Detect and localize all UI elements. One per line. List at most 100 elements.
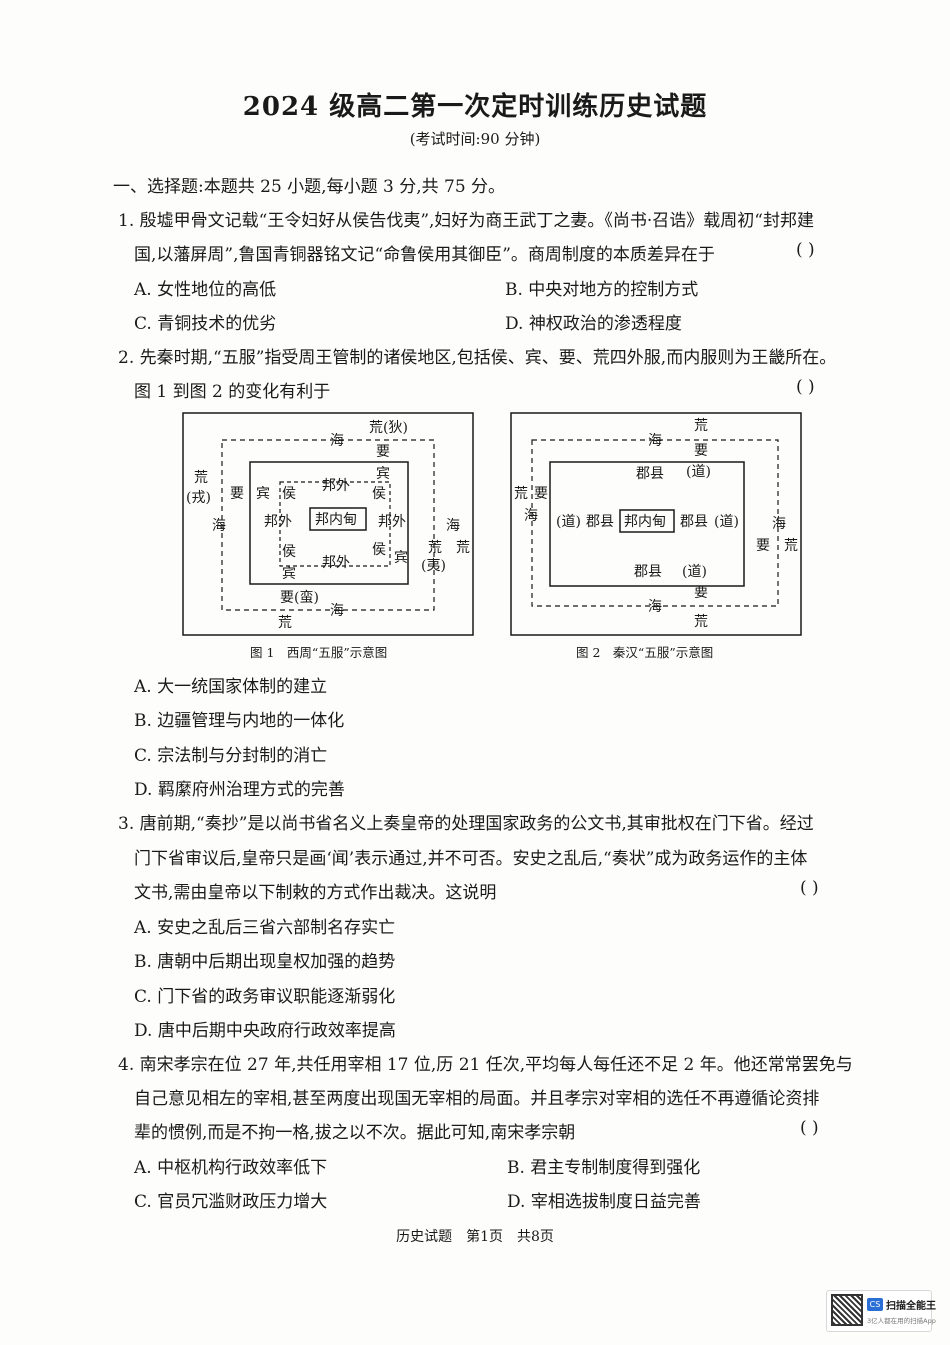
question-3-line-3: 文书,需由皇帝以下制敕的方式作出裁决。这说明 xyxy=(134,883,497,903)
question-4-option-b: B. 君主专制制度得到强化 xyxy=(507,1158,701,1178)
fig2-label-huang-right: 荒 xyxy=(784,538,798,554)
fig1-label-huang-right: 荒 xyxy=(456,540,470,556)
fig1-label-huang-di: 荒(狄) xyxy=(369,420,408,436)
fig2-label-yao-top: 要 xyxy=(694,443,708,459)
question-4-option-d: D. 宰相选拔制度日益完善 xyxy=(507,1192,701,1212)
fig1-inner-box xyxy=(309,507,367,531)
fig1-label-bangwai-bottom: 邦外 xyxy=(322,555,350,571)
question-4-option-c: C. 官员冗滥财政压力增大 xyxy=(134,1192,328,1212)
fig1-label-bangwai-left: 邦外 xyxy=(264,514,292,530)
fig1-label-huang-yi-2: (夷) xyxy=(421,558,446,574)
fig1-label-bin-bottom: 宾 xyxy=(282,566,296,582)
fig1-label-bangwai-top: 邦外 xyxy=(322,478,350,494)
fig1-label-hou-bl: 侯 xyxy=(282,544,296,560)
scanner-logo-icon: CS xyxy=(867,1298,883,1311)
question-3-line-2: 门下省审议后,皇帝只是画‘闻’表示通过,并不可否。安史之乱后,“奏状”成为政务运… xyxy=(134,849,808,869)
fig2-label-junxian-right: 郡县 xyxy=(680,514,708,530)
fig1-outer-frame xyxy=(182,412,474,636)
fig2-label-hai-right: 海 xyxy=(772,516,786,532)
fig2-label-dao-right: (道) xyxy=(714,514,739,530)
question-4-answer-paren: ( ) xyxy=(800,1118,819,1138)
fig1-label-hou-br: 侯 xyxy=(372,542,386,558)
fig1-label-yao-left: 要 xyxy=(230,486,244,502)
fig2-label-yao-right: 要 xyxy=(756,538,770,554)
fig2-inner-box xyxy=(619,509,675,533)
fig1-hou-boundary xyxy=(279,481,391,567)
question-3-answer-paren: ( ) xyxy=(800,878,819,898)
fig2-label-yao-left: 要 xyxy=(534,486,548,502)
fig1-label-huang-rong-2: (戎) xyxy=(186,490,211,506)
figure-1-western-zhou-wufu: 荒(狄) 海 要 荒 (戎) 要 海 宾 宾 宾 宾 侯 侯 侯 侯 邦外 邦外… xyxy=(182,412,474,636)
fig2-label-bangneidian: 邦内甸 xyxy=(624,514,666,530)
question-1-option-b: B. 中央对地方的控制方式 xyxy=(505,280,699,300)
question-3-option-d: D. 唐中后期中央政府行政效率提高 xyxy=(134,1021,396,1041)
scanner-watermark: CS 扫描全能王 3亿人都在用的扫描App xyxy=(826,1290,936,1332)
qr-code-icon xyxy=(831,1294,863,1326)
fig1-label-hai-left: 海 xyxy=(212,518,226,534)
fig1-label-bin-left: 宾 xyxy=(256,486,270,502)
question-1-answer-paren: ( ) xyxy=(796,240,815,260)
question-2-option-c: C. 宗法制与分封制的消亡 xyxy=(134,746,328,766)
figure-2-caption: 图 2 秦汉“五服”示意图 xyxy=(576,645,714,660)
fig1-label-hai-bottom: 海 xyxy=(330,603,344,619)
question-2-line-1: 2. 先秦时期,“五服”指受周王管制的诸侯地区,包括侯、宾、要、荒四外服,而内服… xyxy=(118,348,837,368)
fig2-label-junxian-left: 郡县 xyxy=(586,514,614,530)
question-3-option-b: B. 唐朝中后期出现皇权加强的趋势 xyxy=(134,952,396,972)
fig2-label-junxian-bottom: 郡县 xyxy=(634,564,662,580)
question-4-line-1: 4. 南宋孝宗在位 27 年,共任用宰相 17 位,历 21 任次,平均每人每任… xyxy=(118,1055,853,1075)
fig1-label-hai-right: 海 xyxy=(446,518,460,534)
fig1-sea-boundary xyxy=(221,439,435,611)
fig2-junxian-frame xyxy=(549,461,745,587)
question-4-line-3: 辈的惯例,而是不拘一格,拔之以不次。据此可知,南宋孝宗朝 xyxy=(134,1123,576,1143)
question-4-option-a: A. 中枢机构行政效率低下 xyxy=(134,1158,328,1178)
fig1-label-bangneidian: 邦内甸 xyxy=(315,512,357,528)
question-1-option-a: A. 女性地位的高低 xyxy=(134,280,277,300)
question-2-line-2: 图 1 到图 2 的变化有利于 xyxy=(134,382,331,402)
question-3-option-a: A. 安史之乱后三省六部制名存实亡 xyxy=(134,918,396,938)
fig2-label-dao-bottom: (道) xyxy=(682,564,707,580)
fig2-label-dao-top: (道) xyxy=(686,464,711,480)
fig2-outer-frame xyxy=(510,412,802,636)
question-2-answer-paren: ( ) xyxy=(796,377,815,397)
fig2-label-hai-bottom: 海 xyxy=(648,599,662,615)
scanner-tagline: 3亿人都在用的扫描App xyxy=(867,1317,936,1325)
fig1-label-bangwai-right: 邦外 xyxy=(378,514,406,530)
figure-1-caption: 图 1 西周“五服”示意图 xyxy=(250,645,388,660)
fig1-label-hou-tl: 侯 xyxy=(282,486,296,502)
figure-2-qin-han-wufu: 荒 海 要 郡县 (道) 荒 要 海 (道) 郡县 邦内甸 郡县 (道) 海 要… xyxy=(510,412,802,636)
fig2-label-hai-top: 海 xyxy=(648,433,662,449)
question-1-line-1: 1. 殷墟甲骨文记载“王令妇好从侯告伐夷”,妇好为商王武丁之妻。《尚书·召诰》载… xyxy=(118,211,815,231)
fig1-label-huang-bottom: 荒 xyxy=(278,615,292,631)
question-2-option-d: D. 羁縻府州治理方式的完善 xyxy=(134,780,345,800)
question-1-option-c: C. 青铜技术的优劣 xyxy=(134,314,277,334)
exam-duration: (考试时间:90 分钟) xyxy=(409,130,541,148)
fig1-label-bin-top: 宾 xyxy=(376,466,390,482)
fig2-label-hai-left: 海 xyxy=(524,508,538,524)
fig1-label-bin-right: 宾 xyxy=(394,550,408,566)
scanner-brand: 扫描全能王 xyxy=(886,1301,936,1312)
question-3-option-c: C. 门下省的政务审议职能逐渐弱化 xyxy=(134,987,396,1007)
fig2-label-huang-left: 荒 xyxy=(514,486,528,502)
fig1-label-yao-top: 要 xyxy=(376,444,390,460)
fig1-label-huang-yi-1: 荒 xyxy=(428,540,442,556)
question-1-line-2: 国,以藩屏周”,鲁国青铜器铭文记“命鲁侯用其御臣”。商周制度的本质差异在于 xyxy=(134,245,715,265)
page-footer: 历史试题 第1页 共8页 xyxy=(396,1229,554,1245)
fig2-label-huang-bottom: 荒 xyxy=(694,614,708,630)
question-4-line-2: 自己意见相左的宰相,甚至两度出现国无宰相的局面。并且孝宗对宰相的选任不再遵循论资… xyxy=(134,1089,820,1109)
fig1-label-hai-top: 海 xyxy=(330,433,344,449)
fig2-sea-boundary xyxy=(531,439,779,607)
fig1-label-yao-man: 要(蛮) xyxy=(280,589,319,606)
fig1-bin-frame xyxy=(249,461,409,585)
question-3-line-1: 3. 唐前期,“奏抄”是以尚书省名义上奏皇帝的处理国家政务的公文书,其审批权在门… xyxy=(118,814,814,834)
question-2-option-a: A. 大一统国家体制的建立 xyxy=(134,677,328,697)
fig2-label-huang-top: 荒 xyxy=(694,418,708,434)
fig2-label-junxian-top: 郡县 xyxy=(636,466,664,482)
section-heading: 一、选择题:本题共 25 小题,每小题 3 分,共 75 分。 xyxy=(113,177,506,197)
question-1-option-d: D. 神权政治的渗透程度 xyxy=(505,314,682,334)
fig1-label-hou-tr: 侯 xyxy=(372,486,386,502)
fig1-label-huang-rong-1: 荒 xyxy=(194,470,208,486)
fig2-label-yao-bottom: 要 xyxy=(694,585,708,601)
fig2-label-dao-left: (道) xyxy=(556,514,581,530)
exam-title: 2024 级高二第一次定时训练历史试题 xyxy=(242,92,708,122)
question-2-option-b: B. 边疆管理与内地的一体化 xyxy=(134,711,345,731)
